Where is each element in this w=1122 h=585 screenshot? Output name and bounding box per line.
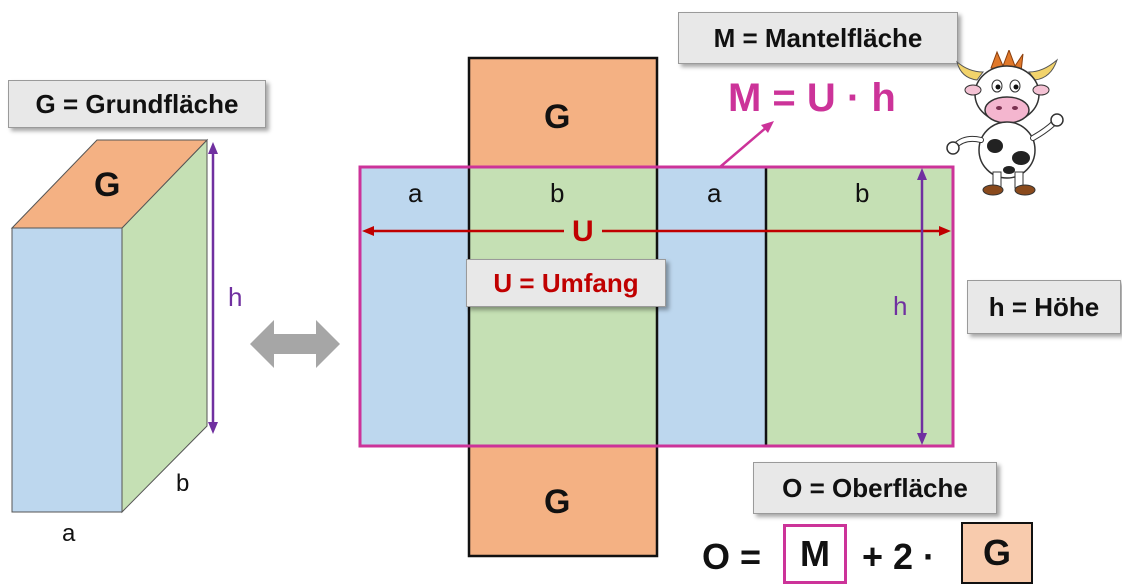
double-arrow-icon [250,320,340,368]
height-arrow-head-bottom [208,422,218,434]
mantelflaeche-label: M = Mantelfläche [678,12,958,64]
net-segment-label-a1: a [408,178,423,208]
net-bottom-g-face [467,444,659,558]
mantel-formula: M = U · h [728,76,896,120]
mantel-outline [358,165,955,448]
cuboid-top-label: G [94,166,121,204]
cuboid-depth-label: b [176,470,190,497]
grundflaeche-label: G = Grundfläche [8,80,266,128]
cuboid-figure [10,138,218,514]
surface-term-m: M [783,524,847,584]
net-height-label: h [893,291,908,321]
cow-mascot-icon [946,50,1064,196]
net-segment-label-b2: b [855,178,870,208]
net-segment-a1 [360,167,469,446]
umfang-label: U = Umfang [466,259,666,307]
net-segment-b2 [766,167,953,446]
surface-term-m-text: M [800,533,830,574]
net-top-g-face [467,56,659,169]
height-arrow-head-top [208,142,218,154]
hoehe-label: h = Höhe [967,280,1121,334]
surface-formula-plus-two: + 2 · [862,536,936,577]
cuboid-top-face [10,139,209,229]
net-segment-label-a2: a [707,178,722,208]
perimeter-label: U [564,217,602,247]
cuboid-height-label: h [228,282,243,312]
net-segment-a2 [657,167,766,446]
net-top-g-label: G [544,98,571,136]
cuboid-width-label: a [62,520,76,547]
oberflaeche-label: O = Oberfläche [753,462,997,514]
surface-term-g: G [961,522,1033,584]
net-segment-label-b1: b [550,178,565,208]
surface-term-g-text: G [982,532,1011,573]
net-bottom-g-label: G [544,483,571,521]
surface-formula-lhs: O = [702,536,762,577]
cuboid-front-face [11,227,123,513]
mantel-pointer [719,125,769,168]
